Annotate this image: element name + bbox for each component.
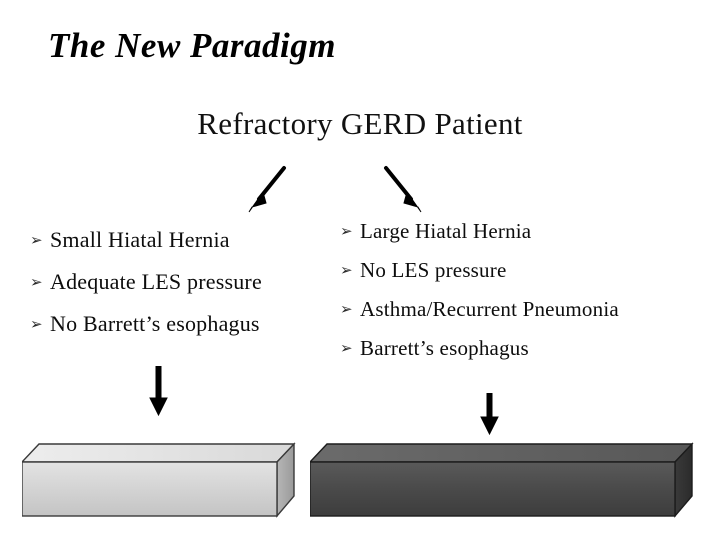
list-item: ➢ Large Hiatal Hernia <box>340 219 619 243</box>
list-item-label: No Barrett’s esophagus <box>50 311 260 337</box>
list-item: ➢ No LES pressure <box>340 258 619 283</box>
arrow-bullet-icon: ➢ <box>30 231 43 249</box>
list-item: ➢ No Barrett’s esophagus <box>30 312 262 336</box>
page-title: The New Paradigm <box>48 26 336 65</box>
root-node-label: Refractory GERD Patient <box>197 106 523 141</box>
arrow-root-to-left-branch <box>240 162 296 223</box>
list-item-label: Asthma/Recurrent Pneumonia <box>360 297 619 322</box>
list-item: ➢ Adequate LES pressure <box>30 269 262 295</box>
list-item-label: Adequate LES pressure <box>50 269 262 295</box>
outcome-block-laparoscopic: Laparoscopic Fundoplication <box>310 440 695 522</box>
arrow-bullet-icon: ➢ <box>30 273 43 292</box>
list-item: ➢ Small Hiatal Hernia <box>30 227 262 252</box>
arrow-bullet-icon: ➢ <box>340 339 353 358</box>
list-item: ➢ Asthma/Recurrent Pneumonia <box>340 298 619 321</box>
arrow-left-criteria-to-outcome <box>146 365 172 423</box>
arrow-right-criteria-to-outcome <box>477 392 503 442</box>
list-item-label: No LES pressure <box>360 258 507 283</box>
right-branch-criteria-list: ➢ Large Hiatal Hernia ➢ No LES pressure … <box>340 219 619 376</box>
list-item-label: Barrett’s esophagus <box>360 336 529 361</box>
list-item-label: Small Hiatal Hernia <box>50 227 230 252</box>
arrow-bullet-icon: ➢ <box>340 261 353 280</box>
list-item-label: Large Hiatal Hernia <box>360 219 532 243</box>
arrow-root-to-right-branch <box>376 162 432 223</box>
arrow-bullet-icon: ➢ <box>30 315 43 334</box>
outcome-block-stretta: Stretta Procedure <box>22 440 297 522</box>
left-branch-criteria-list: ➢ Small Hiatal Hernia ➢ Adequate LES pre… <box>30 227 262 355</box>
arrow-bullet-icon: ➢ <box>340 222 353 240</box>
arrow-bullet-icon: ➢ <box>340 300 353 319</box>
list-item: ➢ Barrett’s esophagus <box>340 337 619 360</box>
